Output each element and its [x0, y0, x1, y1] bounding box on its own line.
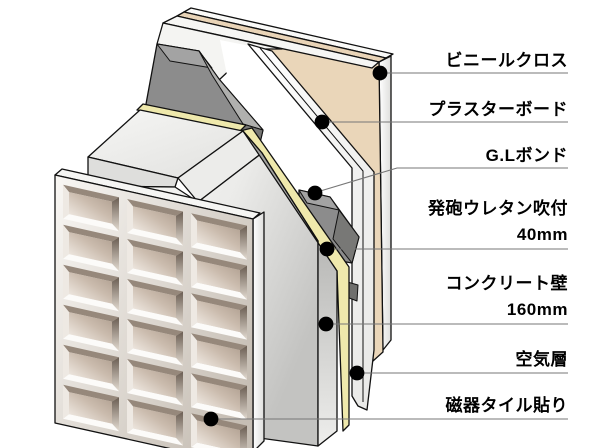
leader-lines [211, 72, 568, 420]
leader-gl-bond [316, 167, 568, 193]
tile [191, 333, 247, 380]
dot-vinyl-cloth [372, 65, 388, 81]
label-air-layer-text: 空気層 [515, 350, 568, 369]
tile [63, 304, 119, 352]
label-plasterboard-text: プラスターボード [428, 100, 568, 119]
dot-concrete-wall [318, 316, 334, 332]
label-plasterboard: プラスターボード [428, 97, 568, 123]
leader-dots [203, 65, 388, 427]
tile-grid [63, 184, 247, 448]
tile [191, 213, 247, 260]
tile [63, 184, 119, 232]
dot-air-layer [349, 365, 365, 381]
label-porcelain-tile: 磁器タイル貼り [446, 393, 569, 419]
tile [191, 253, 247, 300]
tile [127, 238, 183, 286]
label-porcelain-tile-text: 磁器タイル貼り [445, 396, 568, 415]
dot-plasterboard [314, 114, 330, 130]
tile [63, 384, 119, 432]
tile [127, 358, 183, 406]
tile-panel [54, 168, 265, 448]
tile [127, 318, 183, 366]
tile [191, 373, 247, 420]
label-gl-bond-text: G.Lボンド [485, 146, 568, 165]
label-vinyl-cloth: ビニールクロス [446, 48, 569, 74]
tile [127, 278, 183, 326]
label-air-layer: 空気層 [516, 347, 569, 373]
tile [63, 224, 119, 272]
tile [191, 413, 247, 448]
label-gl-bond: G.Lボンド [486, 143, 568, 169]
tile [127, 398, 183, 446]
dot-gl-bond [307, 185, 323, 201]
dot-porcelain-tile [203, 411, 219, 427]
dot-urethane-foam [319, 241, 335, 257]
label-concrete-wall: コンクリート壁 160mm [446, 271, 569, 323]
tile [63, 344, 119, 392]
tile [63, 264, 119, 312]
label-urethane-foam-thickness: 40mm [516, 225, 568, 244]
label-concrete-wall-thickness: 160mm [506, 300, 568, 319]
tile [127, 198, 183, 246]
label-vinyl-cloth-text: ビニールクロス [445, 51, 568, 70]
label-urethane-foam-text: 発砲ウレタン吹付 [428, 199, 568, 218]
label-concrete-wall-text: コンクリート壁 [445, 274, 568, 293]
label-urethane-foam: 発砲ウレタン吹付 40mm [428, 196, 568, 248]
tile [191, 293, 247, 340]
